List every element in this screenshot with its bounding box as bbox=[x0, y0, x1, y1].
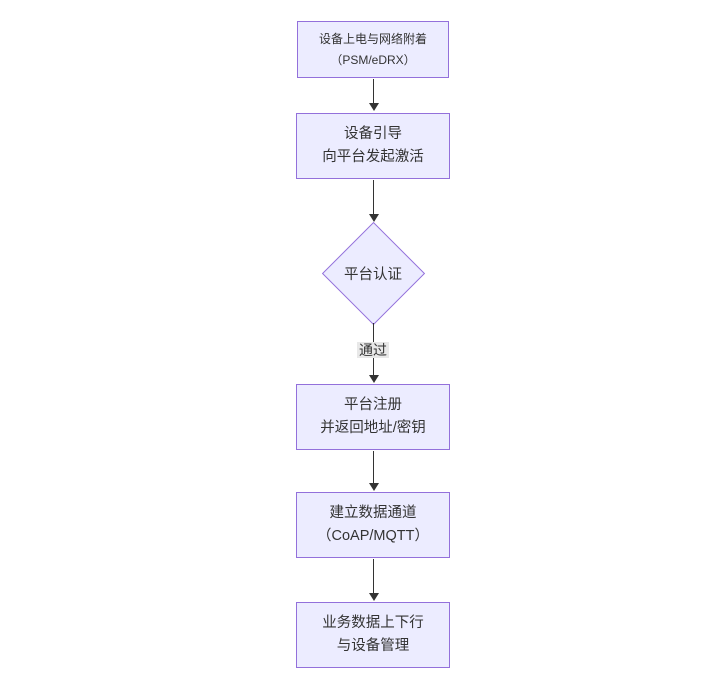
edge-arrow bbox=[368, 79, 379, 111]
node-label-line: （PSM/eDRX） bbox=[330, 52, 416, 67]
node-label-line: 平台注册 bbox=[344, 397, 402, 413]
arrow-head-icon bbox=[368, 103, 379, 111]
arrow-head-icon bbox=[368, 375, 379, 383]
flow-node-business: 业务数据上下行 与设备管理 bbox=[296, 602, 450, 668]
arrow-head-icon bbox=[368, 214, 379, 222]
flow-node-bootstrap: 设备引导 向平台发起激活 bbox=[296, 113, 450, 179]
flow-decision-platform-auth: 平台认证 bbox=[321, 221, 426, 326]
node-label-line: 设备引导 bbox=[344, 126, 402, 142]
arrow-line bbox=[373, 79, 374, 103]
node-label-line: 向平台发起激活 bbox=[322, 149, 424, 165]
node-label-line: 建立数据通道 bbox=[329, 505, 417, 521]
arrow-head-icon bbox=[368, 483, 379, 491]
node-label-line: 平台认证 bbox=[344, 266, 402, 283]
edge-arrow bbox=[368, 451, 379, 491]
edge-arrow bbox=[368, 559, 379, 601]
flow-node-register: 平台注册 并返回地址/密钥 bbox=[296, 384, 450, 450]
flow-node-power-attach: 设备上电与网络附着 （PSM/eDRX） bbox=[297, 21, 449, 78]
node-label-line: 与设备管理 bbox=[336, 638, 410, 654]
flow-node-data-channel: 建立数据通道 （CoAP/MQTT） bbox=[296, 492, 450, 558]
node-label-line: （CoAP/MQTT） bbox=[317, 528, 429, 544]
arrow-head-icon bbox=[368, 593, 379, 601]
edge-arrow bbox=[368, 180, 379, 222]
edge-label-pass: 通过 bbox=[357, 342, 389, 358]
node-label-line: 设备上电与网络附着 bbox=[318, 31, 427, 46]
arrow-line bbox=[373, 559, 374, 593]
arrow-line bbox=[373, 180, 374, 214]
node-label-line: 业务数据上下行 bbox=[322, 615, 424, 631]
node-label-line: 并返回地址/密钥 bbox=[320, 420, 426, 436]
arrow-line bbox=[373, 451, 374, 483]
